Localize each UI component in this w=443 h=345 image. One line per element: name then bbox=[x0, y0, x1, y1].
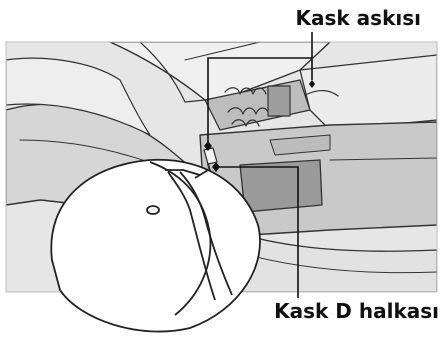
helmet-vent bbox=[147, 206, 159, 214]
latch-bracket bbox=[268, 86, 290, 116]
helmet-shell bbox=[51, 160, 260, 332]
helmet bbox=[51, 160, 260, 332]
label-helmet-d-ring: Kask D halkası bbox=[274, 301, 439, 321]
label-helmet-hanger: Kask askısı bbox=[296, 8, 421, 28]
